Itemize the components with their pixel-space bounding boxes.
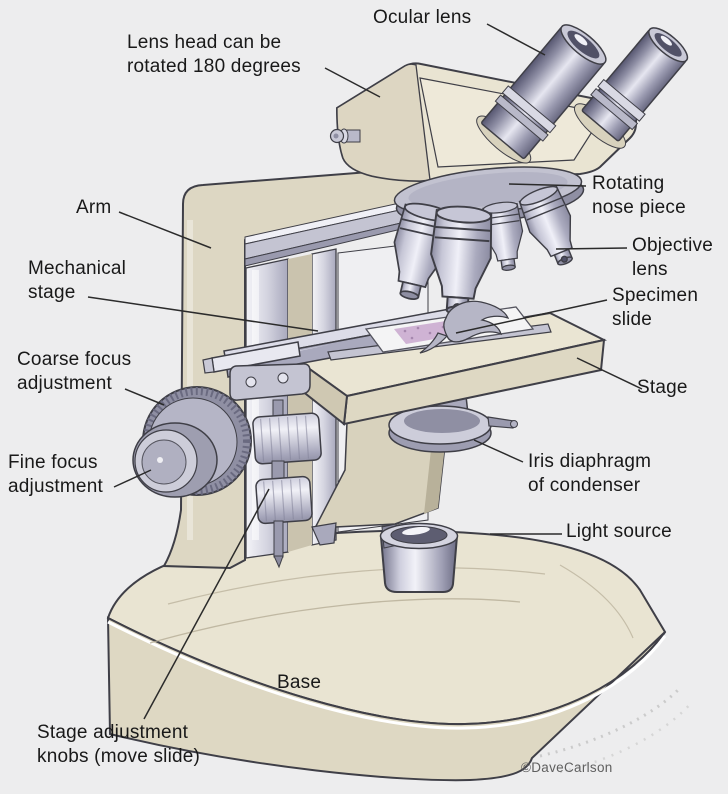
leader-lines [87,23,643,720]
label-lens-head: Lens head can be rotated 180 degrees [127,32,301,78]
ocular-lens-front [476,24,607,164]
label-fine-focus: Fine focus adjustment [8,452,103,498]
label-specimen-slide: Specimen slide [612,285,699,331]
ocular-lenses-part [476,24,689,164]
objective-lens-2 [430,205,493,316]
leader-arm [118,211,212,249]
base-part [106,529,693,782]
leader-coarse-focus [124,388,165,406]
copyright-credit: ©DaveCarlson [521,760,613,775]
leader-fine-focus [113,469,152,488]
leader-mechanical-stage [87,296,319,332]
leader-iris-diaphragm [473,439,524,463]
label-stage-adjustment-knobs: Stage adjustment knobs (move slide) [37,722,201,768]
label-coarse-focus: Coarse focus adjustment [17,349,132,395]
focus-knobs-part [132,386,252,498]
label-base: Base [277,672,322,693]
leader-objective-lens [555,247,628,250]
leader-ocular-lens [486,23,546,56]
leader-lens-head [324,67,381,98]
head-screw [329,128,361,144]
leader-stage [576,357,643,390]
stage-adjustment-knob-upper [252,412,322,465]
objective-lens-4 [518,185,574,266]
label-mechanical-stage: Mechanical stage [28,258,127,304]
label-rotating-nose-piece: Rotating nose piece [592,173,686,219]
objective-lens-3 [482,201,524,271]
label-ocular-lens: Ocular lens [373,7,472,28]
label-objective-lens: Objective lens [632,235,714,281]
stage-adjustment-knob-lower [255,475,313,525]
ocular-lens-back [573,27,689,149]
label-stage: Stage [637,377,688,398]
leader-specimen-slide [455,299,608,334]
leader-rotating-nose-piece [508,183,587,187]
iris-lever [487,416,515,429]
label-iris-diaphragm: Iris diaphragm of condenser [528,451,652,497]
label-arm: Arm [76,197,112,218]
objectives-part [393,185,574,316]
leader-stage-adjustment [143,488,270,720]
label-light-source: Light source [566,521,672,542]
light-source-part [379,522,459,593]
